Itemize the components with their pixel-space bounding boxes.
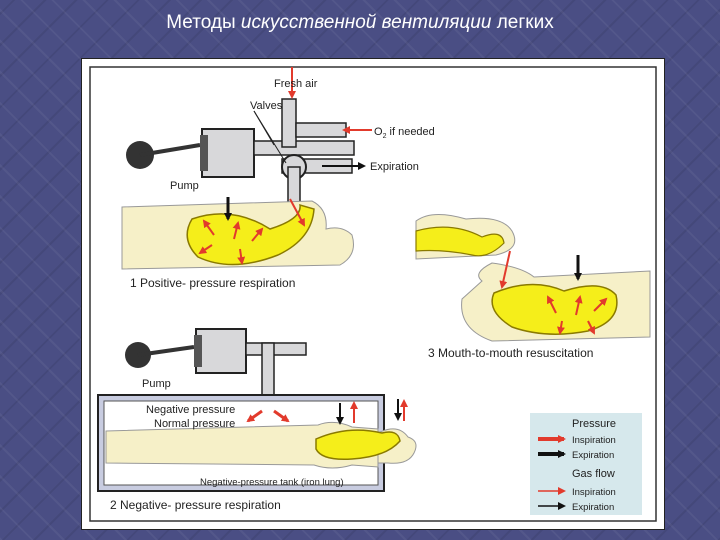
title-part-end: легких	[491, 12, 554, 33]
legend-p-inspiration: Inspiration	[572, 435, 616, 446]
pump-pipe-2	[245, 342, 307, 356]
normal-pressure-label: Normal pressure	[154, 418, 235, 430]
legend-p-expiration: Expiration	[572, 450, 614, 461]
diagram-svg: Fresh air Valves O2 if needed Expiration…	[89, 66, 657, 522]
title-part-plain: Методы	[166, 12, 241, 33]
section-positive-pressure: Fresh air Valves O2 if needed Expiration…	[121, 67, 435, 290]
section-negative-pressure: Pump Negative pressure Normal pressure N…	[97, 328, 417, 512]
pump-label: Pump	[170, 180, 199, 192]
pump-piston-2	[194, 335, 202, 367]
legend-pressure: Pressure	[572, 418, 616, 430]
rescuer-airway	[415, 226, 505, 257]
title-part-italic: искусственной вентиляции	[240, 12, 492, 33]
tank-label: Negative-pressure tank (iron lung)	[200, 477, 344, 488]
pump-cylinder-2	[195, 328, 247, 374]
oxygen-label: O2 if needed	[374, 126, 435, 140]
legend-gas-flow: Gas flow	[572, 468, 615, 480]
legend-g-expiration: Expiration	[572, 502, 614, 513]
expiration-label: Expiration	[370, 161, 419, 173]
pump-2-label: Pump	[142, 378, 171, 390]
pump-cylinder	[201, 128, 255, 178]
section-2-label: 2 Negative- pressure respiration	[110, 498, 281, 512]
valves-label: Valves	[250, 100, 283, 112]
section-mouth-to-mouth: 3 Mouth-to-mouth resuscitation	[415, 214, 651, 360]
fresh-air-pipe	[281, 98, 297, 148]
patient-body-2	[105, 421, 379, 469]
fresh-air-label: Fresh air	[274, 78, 318, 90]
legend-box	[530, 413, 642, 515]
ventilation-diagram: Fresh air Valves O2 if needed Expiration…	[81, 58, 665, 530]
valves-pointer-2	[253, 110, 287, 164]
pump-rod	[139, 143, 201, 157]
pump-pipe	[253, 140, 355, 156]
pump-rod-2	[137, 345, 195, 357]
lung-shape-2	[315, 429, 401, 461]
lung-shape	[186, 203, 315, 266]
section-1-label: 1 Positive- pressure respiration	[130, 276, 295, 290]
slide-title: Методы искусственной вентиляции легких	[0, 12, 720, 34]
negative-pressure-label: Negative pressure	[146, 404, 235, 416]
legend-g-inspiration: Inspiration	[572, 487, 616, 498]
oxygen-pipe	[295, 122, 347, 138]
legend: Pressure Inspiration Expiration Gas flow…	[530, 413, 642, 515]
pump-piston	[200, 135, 208, 171]
section-3-label: 3 Mouth-to-mouth resuscitation	[428, 346, 593, 360]
